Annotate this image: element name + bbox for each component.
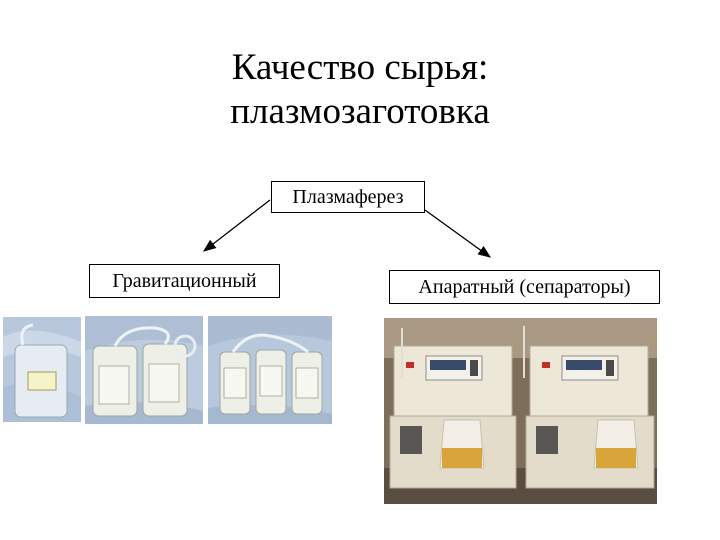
blood-bag-photo-3	[208, 316, 332, 424]
blood-bag-photo-1	[3, 317, 81, 422]
separator-machine-2	[525, 345, 655, 489]
blood-bag-photo-2	[85, 316, 203, 424]
separator-machine-1	[389, 345, 517, 489]
plasma-separator-photo	[384, 318, 657, 504]
node-apparatus: Апаратный (сепараторы)	[389, 270, 660, 304]
arrow-left	[202, 199, 271, 252]
title-line-1: Качество сырья:	[231, 47, 489, 88]
arrow-right	[424, 209, 492, 258]
node-plasmapheresis: Плазмаферез	[271, 181, 425, 213]
title-line-2: плазмозаготовка	[230, 91, 490, 132]
slide-title: Качество сырья: плазмозаготовка	[0, 46, 720, 134]
node-gravitational: Гравитационный	[89, 264, 280, 298]
